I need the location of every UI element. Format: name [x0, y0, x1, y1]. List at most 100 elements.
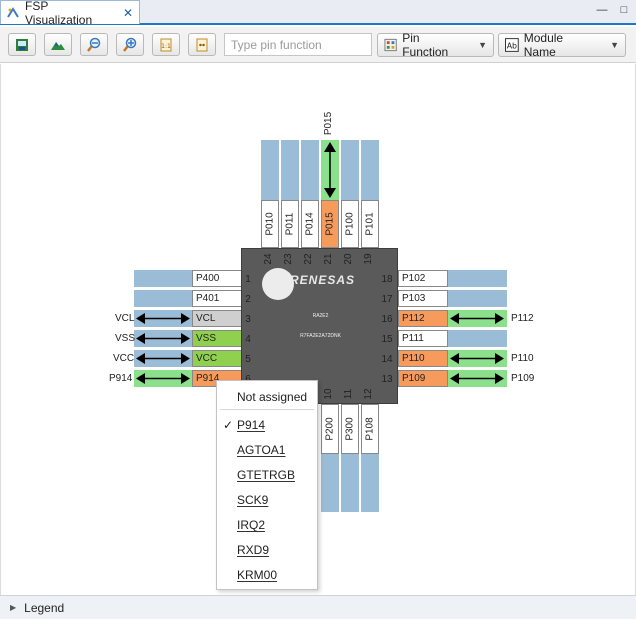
pin-label-left[interactable]: P400 [192, 270, 242, 287]
pin-stub-right[interactable] [448, 290, 507, 307]
mountain-icon [51, 41, 65, 50]
menu-item-rxd9[interactable]: RXD9 [237, 543, 270, 557]
pin-label-right[interactable]: P109 [398, 370, 448, 387]
window-controls: — □ [596, 4, 630, 16]
pin-label-top-assigned[interactable]: P015 [321, 200, 339, 248]
expand-icon[interactable]: ▶ [10, 603, 17, 612]
pin-number: 22 [303, 253, 314, 265]
menu-item-not-assigned[interactable]: Not assigned [237, 390, 308, 404]
actual-size-icon: 1:1 [160, 38, 172, 51]
pin-label-left[interactable]: P401 [192, 290, 242, 307]
pin-label-left[interactable]: VSS [192, 330, 242, 347]
pin-number: 14 [381, 354, 393, 365]
package-canvas[interactable]: P015 P010 P011 P014 P015 P100 P101 VCL V… [0, 64, 636, 595]
pin-stub-bottom[interactable] [341, 454, 359, 512]
zoom-out-icon [87, 37, 101, 52]
chevron-down-icon: ▼ [610, 40, 619, 50]
menu-item-gtetrgb[interactable]: GTETRGB [237, 468, 296, 482]
zoom-in-button[interactable] [116, 33, 144, 56]
module-name-dropdown[interactable]: Ab Module Name ▼ [498, 31, 626, 59]
menu-item-p914[interactable]: P914 [237, 418, 266, 432]
pin-number: 6 [239, 374, 257, 385]
pin-number: 13 [381, 374, 393, 385]
chevron-down-icon: ▼ [478, 40, 487, 50]
horizontal-arrow-icon [136, 333, 190, 344]
pin-label-bottom[interactable]: P200 [321, 404, 339, 454]
pin-label-top[interactable]: P011 [281, 200, 299, 248]
pin-stub-left[interactable] [134, 290, 192, 307]
svg-text:1:1: 1:1 [161, 43, 171, 50]
chip-part-full: R7FA2E2A72DNK [300, 333, 341, 339]
pin-stub-right[interactable] [448, 330, 507, 347]
pin-number: 10 [323, 388, 334, 400]
pin-signal-right-14: P110 [511, 353, 534, 364]
menu-item-krm00[interactable]: KRM00 [237, 568, 278, 582]
minimize-icon[interactable]: — [596, 4, 608, 16]
pin-label-right[interactable]: P103 [398, 290, 448, 307]
pin-function-dropdown[interactable]: Pin Function ▼ [377, 31, 494, 59]
pin-label-bottom[interactable]: P108 [361, 404, 379, 454]
visualization-icon [6, 6, 20, 20]
pin-stub-top[interactable] [281, 140, 299, 202]
pin-label-right[interactable]: P111 [398, 330, 448, 347]
actual-size-button[interactable]: 1:1 [152, 33, 180, 56]
pin-number: 11 [343, 388, 354, 400]
pin-stub-bottom[interactable] [361, 454, 379, 512]
check-icon: ✓ [223, 418, 234, 432]
pin-stub-top[interactable] [341, 140, 359, 202]
pin-signal-right-13: P109 [511, 373, 535, 384]
pin-number: 12 [363, 388, 374, 400]
pin-number: 3 [245, 314, 251, 325]
pin-number: 18 [381, 274, 393, 285]
pin-label-right[interactable]: P112 [398, 310, 448, 327]
pin-label-right[interactable]: P102 [398, 270, 448, 287]
maximize-icon[interactable]: □ [620, 4, 628, 16]
pin-number: 20 [343, 253, 354, 265]
horizontal-arrow-icon [450, 353, 504, 364]
pin-number: 2 [245, 294, 251, 305]
pin-label-top[interactable]: P101 [361, 200, 379, 248]
pin-stub-bottom[interactable] [321, 454, 339, 512]
vertical-arrow-icon [324, 142, 336, 198]
pin-number: 19 [363, 253, 374, 265]
pin-number: 1 [245, 274, 251, 285]
zoom-in-icon [123, 37, 137, 52]
pin-signal-left-4: VSS [115, 333, 136, 344]
pin-number: 5 [245, 354, 251, 365]
menu-item-agtoa1[interactable]: AGTOA1 [237, 443, 286, 457]
horizontal-arrow-icon [136, 353, 190, 364]
pin-stub-top[interactable] [261, 140, 279, 202]
fit-view-button[interactable] [44, 33, 72, 56]
pin-label-left[interactable]: VCL [192, 310, 242, 327]
horizontal-arrow-icon [136, 313, 190, 324]
menu-item-sck9[interactable]: SCK9 [237, 493, 269, 507]
pin1-marker [262, 268, 294, 300]
pin-label-right[interactable]: P110 [398, 350, 448, 367]
pin-signal-top-21: P015 [323, 111, 335, 136]
chip-package[interactable]: RENESAS RA2E2 R7FA2E2A72DNK [241, 248, 398, 404]
legend-bar[interactable]: ▶ Legend [0, 595, 636, 619]
pin-label-top[interactable]: P100 [341, 200, 359, 248]
pin-label-left[interactable]: VCC [192, 350, 242, 367]
tab-title: FSP Visualization [25, 0, 93, 27]
pin-stub-right[interactable] [448, 270, 507, 287]
pin-number: 24 [263, 253, 274, 265]
pin-label-top[interactable]: P010 [261, 200, 279, 248]
pin-function-search-input[interactable] [224, 33, 372, 56]
pin-signal-left-5: VCC [113, 353, 135, 364]
pin-label-bottom[interactable]: P300 [341, 404, 359, 454]
pin-stub-top[interactable] [361, 140, 379, 202]
horizontal-arrow-icon [450, 373, 504, 384]
export-image-button[interactable] [8, 33, 36, 56]
pin-number: 4 [245, 334, 251, 345]
fit-page-button[interactable] [188, 33, 216, 56]
pin-label-top[interactable]: P014 [301, 200, 319, 248]
zoom-out-button[interactable] [80, 33, 108, 56]
menu-item-irq2[interactable]: IRQ2 [237, 518, 266, 532]
pin-stub-left[interactable] [134, 270, 192, 287]
tab-fsp-visualization[interactable]: FSP Visualization ✕ [0, 0, 140, 27]
pin-stub-top[interactable] [301, 140, 319, 202]
pin-number: 15 [381, 334, 393, 345]
close-icon[interactable]: ✕ [122, 5, 133, 20]
legend-label: Legend [24, 600, 65, 615]
